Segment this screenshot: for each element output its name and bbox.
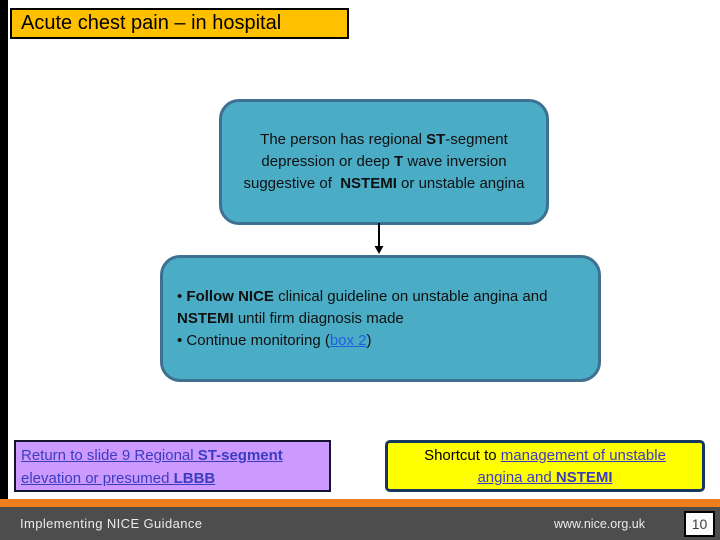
slide-title-box: Acute chest pain – in hospital xyxy=(10,8,349,39)
page-number-box: 10 xyxy=(684,511,715,537)
footer-bar: Implementing NICE Guidance www.nice.org.… xyxy=(0,507,720,540)
shortcut-link[interactable]: management of unstable xyxy=(500,447,666,464)
flow-arrow-icon xyxy=(374,223,384,254)
box-2-link[interactable]: box 2 xyxy=(329,331,367,349)
flow-node-actions: • Follow NICE clinical guideline on unst… xyxy=(160,255,601,382)
footer-url-text: www.nice.org.uk xyxy=(553,517,645,531)
flow-node-actions-text: • Follow NICE clinical guideline on unst… xyxy=(177,287,548,349)
footer-branding-text: Implementing NICE Guidance xyxy=(20,516,203,531)
left-edge-bar xyxy=(0,0,8,499)
footer-accent-bar xyxy=(0,499,720,507)
page-number: 10 xyxy=(691,516,708,532)
page-title: Acute chest pain – in hospital xyxy=(21,12,282,34)
